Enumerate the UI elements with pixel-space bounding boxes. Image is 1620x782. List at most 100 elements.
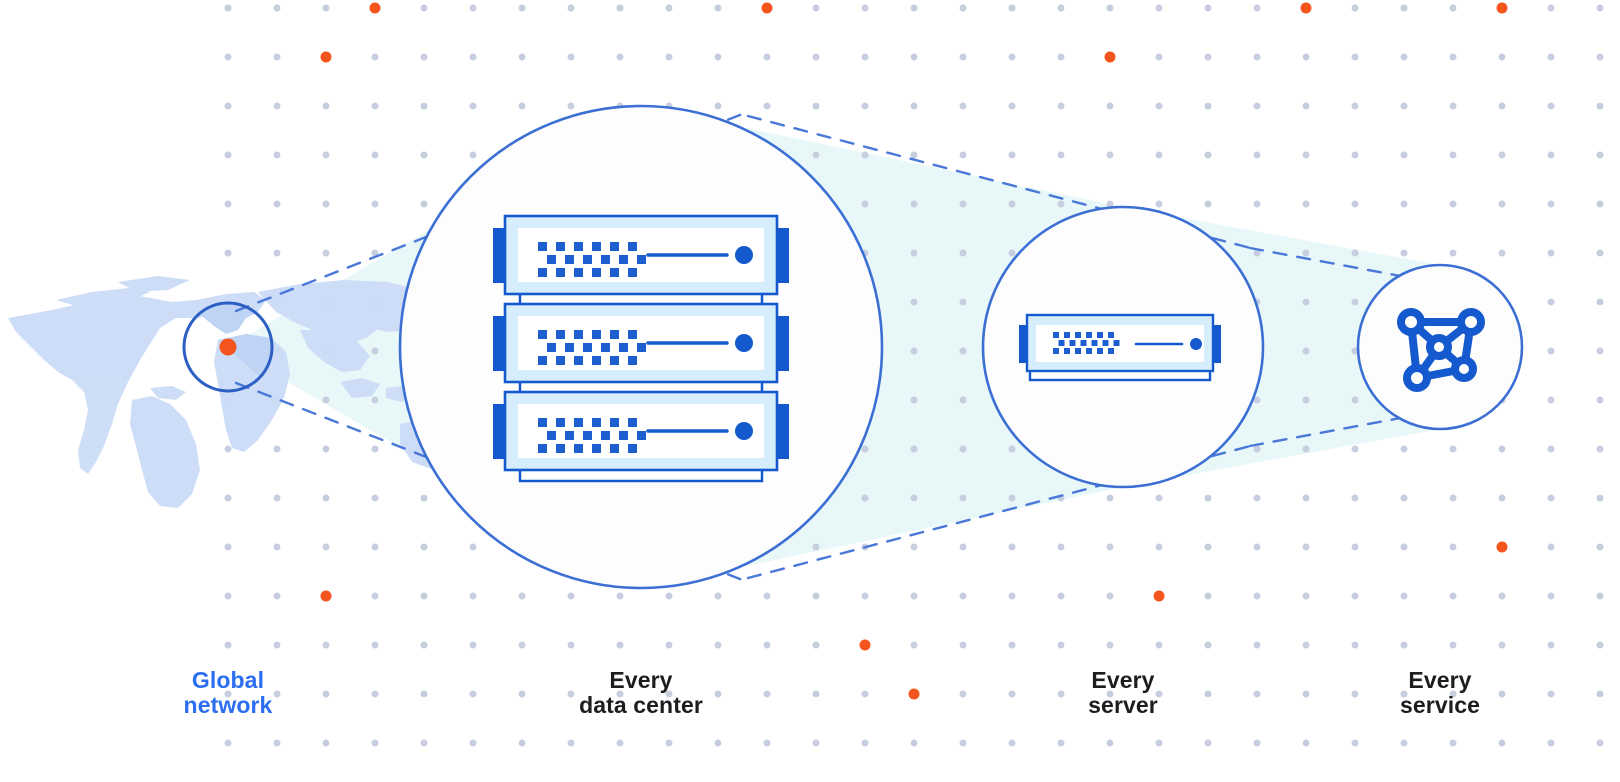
grid-dot xyxy=(371,445,379,453)
grid-dot xyxy=(1008,641,1016,649)
grid-dot xyxy=(1204,641,1212,649)
grid-dot xyxy=(1302,494,1310,502)
grid-dot xyxy=(1498,641,1506,649)
vent-square xyxy=(1097,348,1103,354)
vent-square xyxy=(601,343,610,352)
grid-dot xyxy=(1449,102,1457,110)
grid-dot xyxy=(861,445,869,453)
grid-dot xyxy=(616,690,624,698)
grid-dot xyxy=(1400,494,1408,502)
grid-dot xyxy=(273,102,281,110)
grid-dot xyxy=(1106,592,1114,600)
grid-dot xyxy=(518,592,526,600)
grid-dot xyxy=(371,249,379,257)
grid-dot xyxy=(273,690,281,698)
grid-dot xyxy=(910,641,918,649)
grid-dot xyxy=(469,151,477,159)
grid-dot xyxy=(1547,200,1555,208)
grid-dot xyxy=(322,4,330,12)
grid-dot xyxy=(273,249,281,257)
grid-dot xyxy=(1547,53,1555,61)
vent-square xyxy=(1053,348,1059,354)
grid-dot xyxy=(1596,151,1604,159)
grid-dot-highlight xyxy=(761,2,773,14)
grid-dot xyxy=(420,641,428,649)
grid-dot xyxy=(910,53,918,61)
grid-dot xyxy=(567,102,575,110)
grid-dot xyxy=(1302,151,1310,159)
grid-dot xyxy=(1596,102,1604,110)
grid-dot xyxy=(567,690,575,698)
grid-dot-highlight xyxy=(1153,590,1165,602)
grid-dot xyxy=(1155,641,1163,649)
grid-dot xyxy=(1057,543,1065,551)
grid-dot xyxy=(959,102,967,110)
grid-dot xyxy=(1547,102,1555,110)
grid-dot xyxy=(1547,396,1555,404)
grid-dot xyxy=(1596,396,1604,404)
grid-dot xyxy=(1449,690,1457,698)
grid-dot xyxy=(224,102,232,110)
grid-dot xyxy=(1596,4,1604,12)
stage-label-server: Every server xyxy=(1088,667,1158,718)
grid-dot xyxy=(224,690,232,698)
grid-dot xyxy=(1547,494,1555,502)
vent-square xyxy=(1075,332,1081,338)
grid-dot-highlight xyxy=(859,639,871,651)
grid-dot xyxy=(273,592,281,600)
vent-square xyxy=(601,255,610,264)
grid-dot xyxy=(1351,249,1359,257)
grid-dot xyxy=(763,102,771,110)
grid-dot xyxy=(959,592,967,600)
grid-dot xyxy=(1596,445,1604,453)
grid-dot xyxy=(959,641,967,649)
vent-square xyxy=(1064,348,1070,354)
vent-square xyxy=(619,255,628,264)
stage-label-service: Every service xyxy=(1400,667,1480,718)
grid-dot xyxy=(273,4,281,12)
grid-dot xyxy=(910,4,918,12)
grid-dot xyxy=(959,298,967,306)
grid-dot xyxy=(763,690,771,698)
grid-dot xyxy=(224,151,232,159)
grid-dot xyxy=(665,53,673,61)
grid-dot xyxy=(322,690,330,698)
grid-dot xyxy=(322,543,330,551)
grid-dot xyxy=(1449,151,1457,159)
grid-dot xyxy=(469,543,477,551)
vent-square xyxy=(583,431,592,440)
grid-dot xyxy=(224,494,232,502)
grid-dot xyxy=(665,592,673,600)
vent-square xyxy=(637,255,646,264)
vent-square xyxy=(1086,348,1092,354)
grid-dot xyxy=(469,739,477,747)
grid-dot xyxy=(1106,4,1114,12)
grid-dot xyxy=(518,53,526,61)
grid-dot xyxy=(469,641,477,649)
grid-dot xyxy=(469,102,477,110)
grid-dot xyxy=(322,494,330,502)
grid-dot xyxy=(1155,4,1163,12)
grid-dot xyxy=(1351,53,1359,61)
grid-dot xyxy=(1351,4,1359,12)
grid-dot xyxy=(1498,102,1506,110)
grid-dot xyxy=(1400,249,1408,257)
vent-square xyxy=(610,444,619,453)
grid-dot xyxy=(1498,200,1506,208)
grid-dot xyxy=(714,690,722,698)
vent-square xyxy=(538,444,547,453)
grid-dot xyxy=(714,102,722,110)
vent-square xyxy=(619,343,628,352)
grid-dot xyxy=(665,4,673,12)
grid-dot-highlight xyxy=(1496,2,1508,14)
grid-dot xyxy=(1106,641,1114,649)
vent-square xyxy=(628,444,637,453)
vent-square xyxy=(1091,340,1098,346)
vent-square xyxy=(547,343,556,352)
grid-dot xyxy=(1547,445,1555,453)
grid-dot xyxy=(518,102,526,110)
grid-dot xyxy=(1596,690,1604,698)
grid-dot xyxy=(1008,690,1016,698)
grid-dot xyxy=(1106,102,1114,110)
